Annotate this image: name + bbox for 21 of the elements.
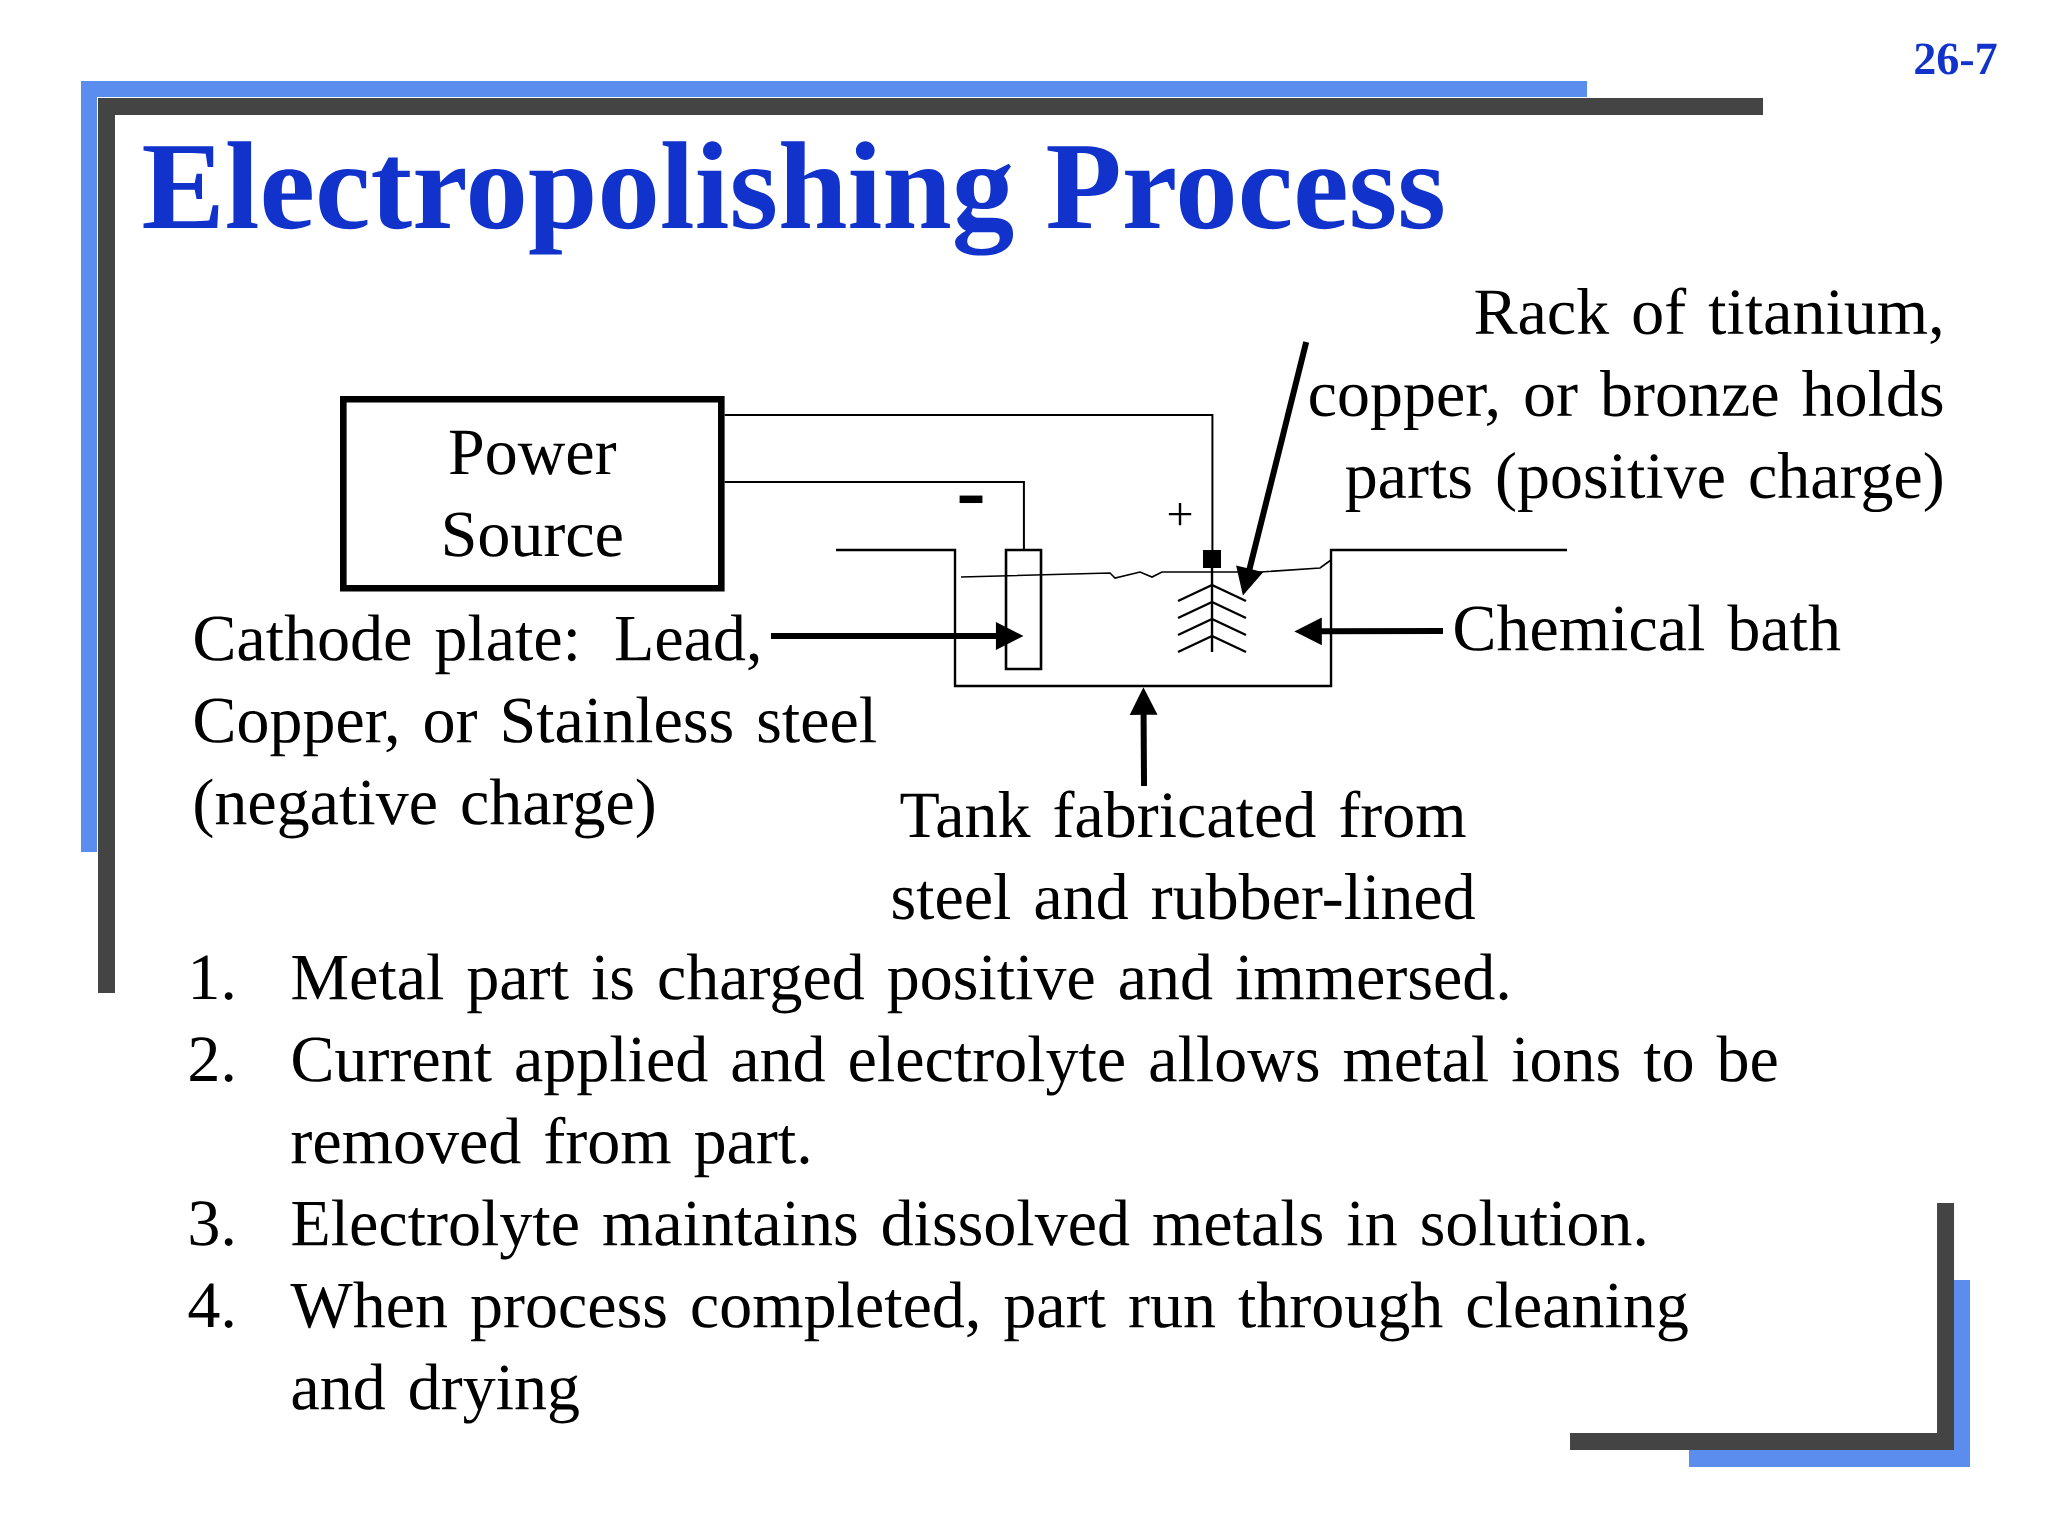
callout-text: Cathode plate: Lead, Copper, or Stainless steel (negative charge)	[195, 614, 876, 839]
wire	[723, 414, 1214, 551]
list-number: 3.	[190, 1201, 233, 1246]
minus-sign: -	[959, 495, 983, 504]
slide-title: Electropolishing Process	[143, 141, 1443, 256]
page-number: 26-7	[1915, 43, 1997, 75]
callout-text: Chemical bath	[1455, 604, 1841, 651]
list-item: Metal part is charged positive and immersed.	[292, 953, 1508, 1014]
list-item: Electrolyte maintains dissolved metals in solution.	[292, 1199, 1645, 1260]
cathode-plate	[1004, 548, 1043, 671]
list-item: When process completed, part run through cleaning and drying	[290, 1281, 1688, 1424]
power-source-box: Power Source	[340, 396, 725, 592]
wire	[723, 481, 1025, 551]
list-number: 1.	[193, 955, 233, 1000]
callout-text: Tank fabricated from steel and rubber-lined	[893, 790, 1475, 920]
plus-sign: +	[1168, 502, 1192, 526]
list-item: Current applied and electrolyte allows metal ions to be removed from part.	[291, 1035, 1777, 1178]
rack-drawing	[1177, 550, 1247, 654]
callout-text: Rack of titanium, copper, or bronze holds parts (positive charge)	[1310, 287, 1943, 513]
list-number: 4.	[188, 1283, 233, 1328]
list-number: 2.	[190, 1037, 233, 1082]
